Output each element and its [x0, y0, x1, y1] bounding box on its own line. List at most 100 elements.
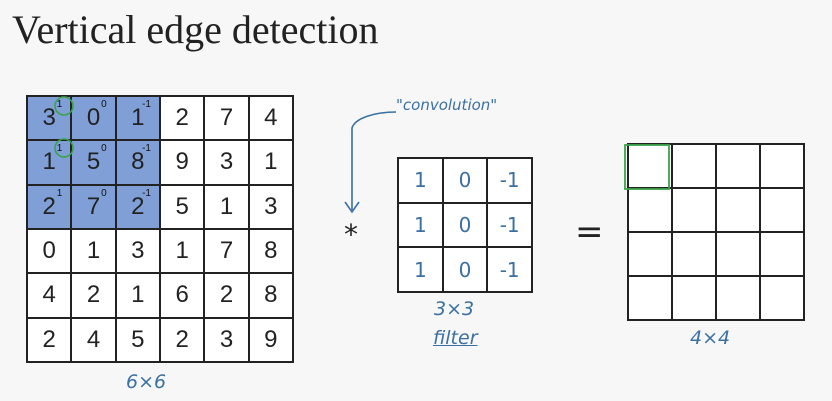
output-highlight-box [624, 144, 670, 190]
input-cell-value: 6 [175, 281, 189, 309]
input-cell: 5 [159, 184, 205, 229]
input-cell: 4 [27, 273, 72, 318]
output-cell [760, 232, 804, 276]
input-cell: 3 [204, 140, 249, 185]
input-cell-value: 1 [131, 104, 145, 132]
input-cell: 2 [71, 273, 116, 318]
input-cell-value: 1 [42, 148, 56, 176]
filter-cell: -1 [487, 158, 532, 203]
input-cell-value: 3 [264, 192, 278, 220]
input-cell-value: 1 [219, 192, 234, 220]
input-cell: 0 [27, 228, 72, 274]
input-cell-value: 3 [42, 104, 56, 132]
output-size-label: 4×4 [690, 327, 731, 349]
input-cell: 4 [248, 96, 293, 141]
filter-weight-superscript: 1 [56, 143, 63, 155]
slide-title: Vertical edge detection [12, 7, 379, 52]
input-cell-value: 5 [86, 148, 101, 176]
input-cell-value: 5 [131, 325, 145, 353]
green-circle-1 [54, 96, 74, 116]
input-cell: 2-1 [115, 184, 160, 229]
output-cell [760, 188, 804, 232]
output-cell [716, 144, 760, 188]
arrow-head [344, 201, 360, 214]
input-cell-value: 5 [175, 192, 189, 220]
input-cell-value: 2 [175, 325, 189, 353]
input-cell: 3 [204, 317, 249, 362]
output-cell [672, 232, 716, 276]
input-cell-value: 2 [86, 281, 101, 309]
input-cell: 8 [248, 273, 293, 318]
input-cell-value: 2 [42, 325, 56, 353]
filter-weight-superscript: 1 [56, 187, 63, 199]
filter-cell: -1 [487, 202, 532, 248]
output-cell [716, 276, 760, 320]
input-cell: 2 [159, 96, 205, 141]
input-cell: 3 [248, 184, 293, 229]
filter-weight-superscript: -1 [142, 99, 151, 110]
input-cell-value: 7 [86, 192, 101, 220]
equals-sign: = [575, 212, 604, 252]
input-cell: 1 [115, 273, 160, 318]
input-cell-value: 1 [86, 237, 101, 265]
input-cell-value: 1 [264, 148, 278, 176]
output-cell [628, 276, 672, 320]
convolution-operator: * [344, 218, 358, 251]
arrow-curve [351, 111, 397, 210]
output-cell [672, 276, 716, 320]
output-cell [672, 144, 716, 188]
output-cell [716, 232, 760, 276]
convolution-annotation: "convolution" [396, 96, 498, 114]
input-cell: 6 [159, 273, 205, 318]
filter-cell: 0 [442, 247, 488, 292]
filter-weight-superscript: -1 [142, 187, 151, 199]
input-cell: 1 [159, 228, 205, 274]
input-cell: 4 [71, 317, 116, 362]
filter-weight-superscript: 0 [101, 143, 107, 155]
input-cell-value: 9 [175, 148, 189, 176]
filter-cell: 0 [442, 158, 488, 203]
output-cell [716, 188, 760, 232]
input-cell-value: 3 [131, 237, 145, 265]
input-cell-value: 3 [219, 148, 234, 176]
filter-cell: 0 [442, 202, 488, 248]
output-matrix [627, 143, 805, 321]
input-cell-value: 4 [42, 281, 56, 309]
input-cell-value: 4 [264, 104, 278, 132]
filter-cell: -1 [487, 247, 532, 292]
input-cell: 5 [115, 317, 160, 362]
input-cell: 9 [248, 317, 293, 362]
input-cell: 2 [27, 317, 72, 362]
input-size-label: 6×6 [126, 371, 167, 393]
input-cell: 9 [159, 140, 205, 185]
input-cell-value: 1 [131, 281, 145, 309]
input-cell: 8-1 [115, 140, 160, 185]
output-cell [760, 276, 804, 320]
filter-weight-superscript: 0 [101, 187, 107, 199]
input-cell: 1 [248, 140, 293, 185]
filter-weight-superscript: 0 [101, 99, 107, 110]
input-cell-value: 8 [264, 281, 278, 309]
input-cell: 1 [204, 184, 249, 229]
input-cell-value: 4 [86, 325, 101, 353]
input-cell: 7 [204, 228, 249, 274]
output-cell [760, 144, 804, 188]
input-cell-value: 2 [42, 192, 56, 220]
filter-weight-superscript: 1 [56, 99, 63, 110]
input-cell-value: 8 [264, 237, 278, 265]
filter-cell: 1 [398, 158, 443, 203]
input-cell: 8 [248, 228, 293, 274]
input-cell: 2 [204, 273, 249, 318]
input-cell-value: 0 [86, 104, 101, 132]
input-cell-value: 2 [219, 281, 234, 309]
input-cell: 1 [71, 228, 116, 274]
filter-cell: 1 [398, 202, 443, 248]
